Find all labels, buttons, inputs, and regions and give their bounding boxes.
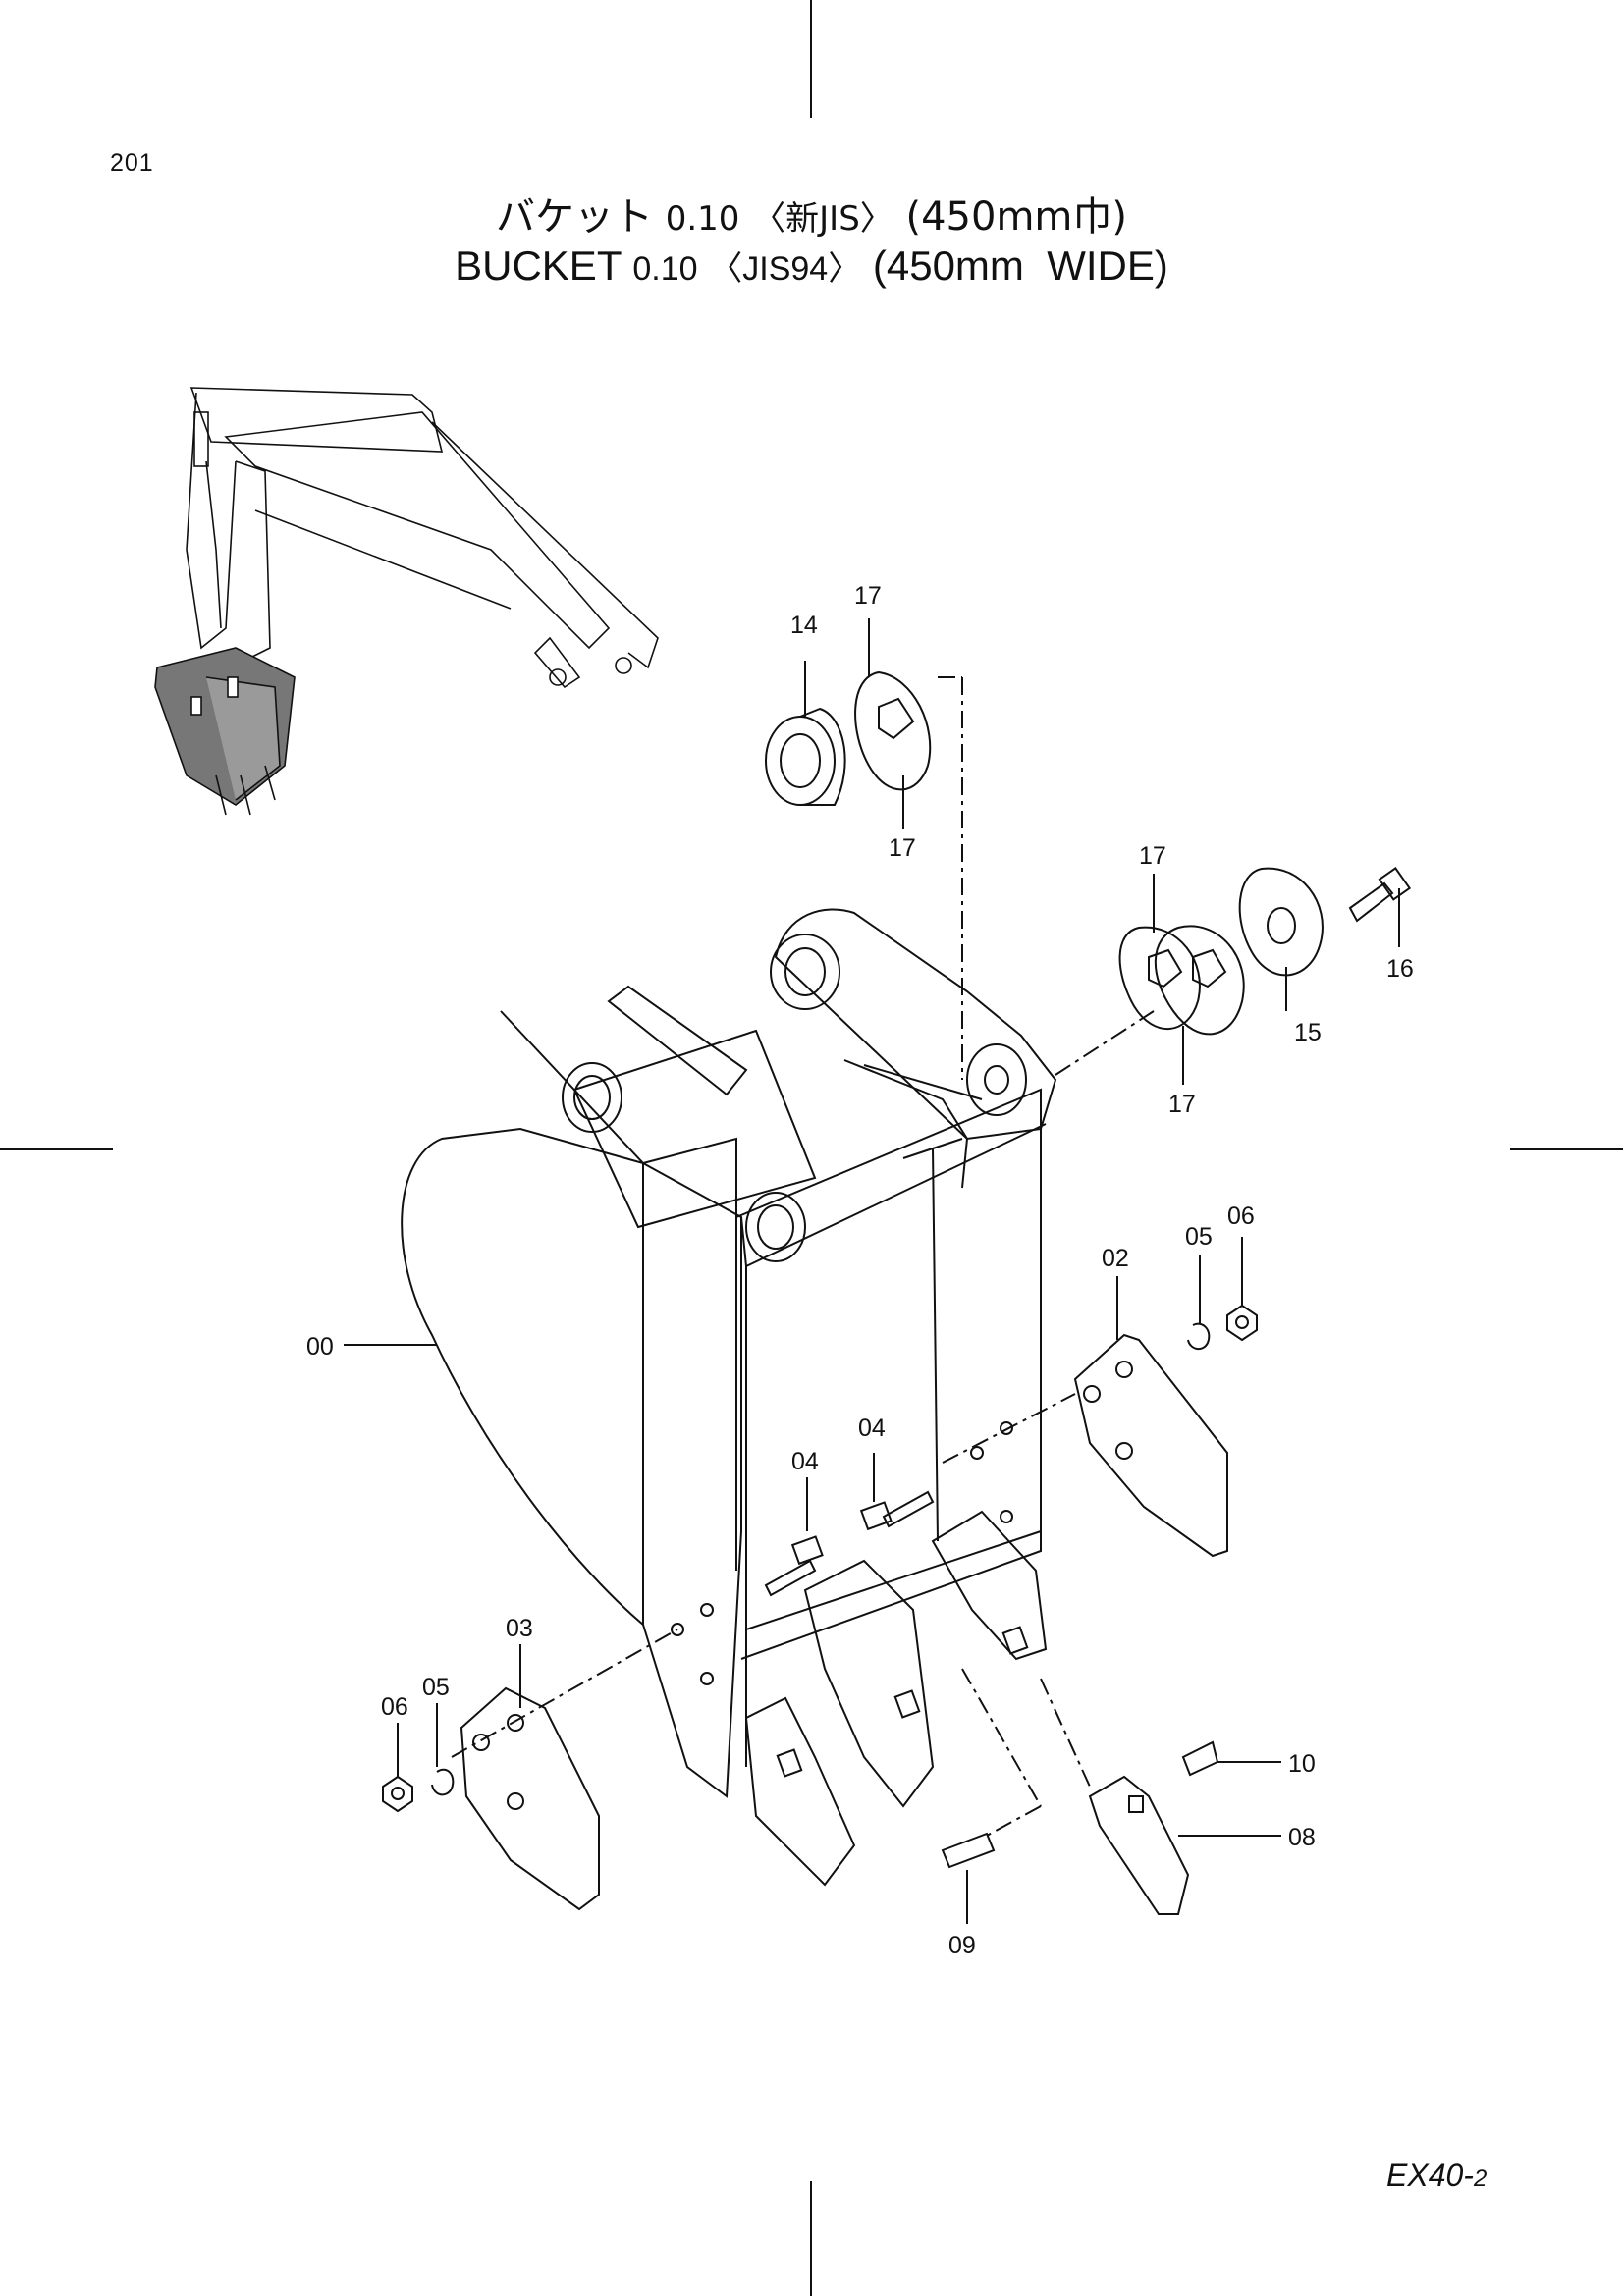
part-17-shim-top <box>854 670 932 791</box>
callout-06-right: 06 <box>1227 1202 1255 1230</box>
callout-04-left: 04 <box>791 1448 819 1475</box>
part-15-plate <box>1238 867 1324 977</box>
title-en-name: BUCKET <box>455 242 622 289</box>
title-jp-standard: 〈新JIS〉 <box>752 199 893 239</box>
callout-05-left: 05 <box>422 1674 450 1701</box>
callout-16: 16 <box>1386 955 1414 983</box>
callout-labels: 00 02 03 04 04 05 05 06 06 08 09 10 14 1… <box>306 582 1414 1959</box>
excavator-locator-icon <box>154 387 659 816</box>
part-02-side-cutter <box>1073 1333 1228 1558</box>
callout-00: 00 <box>306 1333 334 1361</box>
assembly-center-lines <box>451 676 1155 1837</box>
part-08-tooth <box>1088 1775 1190 1915</box>
title-en-capacity: 0.10 <box>632 250 698 288</box>
page-number: 201 <box>110 149 154 177</box>
title-jp-width: (450mm巾) <box>905 194 1128 240</box>
callout-17-right-lower: 17 <box>1168 1091 1196 1118</box>
title-jp-name: バケット <box>496 194 653 240</box>
title-en-width: (450mm WIDE) <box>872 242 1168 289</box>
callout-02: 02 <box>1102 1245 1129 1272</box>
part-17-shims-right <box>1118 925 1245 1036</box>
part-04-bolts <box>764 1490 935 1597</box>
part-14-bushing <box>765 707 846 806</box>
callout-08: 08 <box>1288 1824 1316 1851</box>
callout-17-right-upper: 17 <box>1139 842 1166 870</box>
callout-09: 09 <box>948 1932 976 1959</box>
bucket-body <box>401 908 1057 1887</box>
callout-03: 03 <box>506 1615 533 1642</box>
title-english: BUCKET 0.10 〈JIS94〉 (450mm WIDE) <box>0 241 1623 290</box>
leader-lines <box>344 618 1400 1924</box>
callout-05-right: 05 <box>1185 1223 1213 1251</box>
title-en-standard: 〈JIS94〉 <box>709 250 862 288</box>
callout-14: 14 <box>790 612 818 639</box>
part-10-lock <box>1181 1740 1219 1777</box>
title-jp-capacity: 0.10 <box>665 199 740 239</box>
callout-15: 15 <box>1294 1019 1322 1046</box>
model-code-suffix: 2 <box>1473 2165 1488 2192</box>
callout-06-left: 06 <box>381 1693 408 1721</box>
title-japanese: バケット 0.10 〈新JIS〉 (450mm巾) <box>0 185 1623 241</box>
callout-17-top: 17 <box>854 582 882 610</box>
model-code: EX40-2 <box>1386 2158 1487 2194</box>
callout-10: 10 <box>1288 1750 1316 1778</box>
model-code-main: EX40- <box>1386 2158 1474 2193</box>
callout-04-right: 04 <box>858 1415 886 1442</box>
nuts-washers <box>382 1304 1258 1813</box>
part-16-bolt <box>1348 867 1412 923</box>
part-03-side-cutter <box>460 1686 600 1911</box>
callout-17-mid: 17 <box>889 834 916 862</box>
part-09-pin <box>941 1832 996 1869</box>
